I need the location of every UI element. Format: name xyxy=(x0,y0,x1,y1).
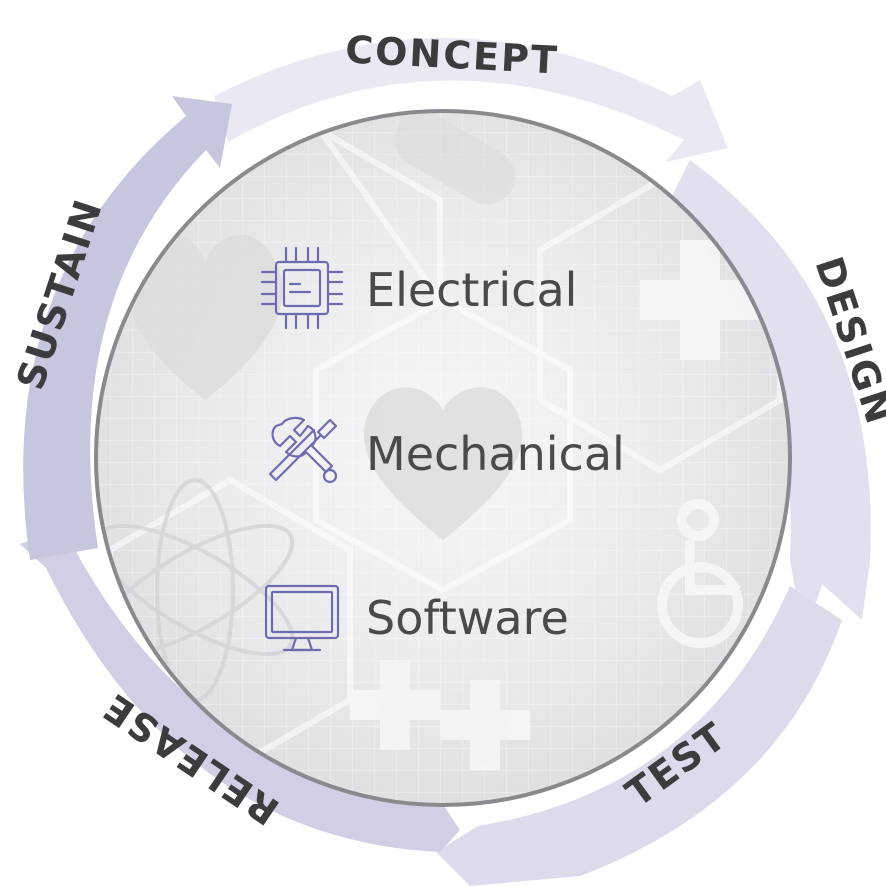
monitor-icon xyxy=(264,584,340,652)
test-arrow xyxy=(436,586,842,886)
design-arrow xyxy=(670,160,871,640)
background-cross-icon xyxy=(350,240,760,770)
microchip-icon xyxy=(260,246,344,330)
discipline-electrical: Electrical xyxy=(366,263,577,317)
background-heart-icon xyxy=(128,234,523,540)
sustain-arrow xyxy=(23,96,233,560)
background-pill-icon xyxy=(394,113,516,205)
background-wheelchair-icon xyxy=(657,499,743,648)
discipline-software: Software xyxy=(366,591,569,645)
wrench-screwdriver-icon xyxy=(268,416,338,484)
discipline-mechanical: Mechanical xyxy=(366,427,625,481)
inner-circle xyxy=(94,109,792,807)
lifecycle-ring xyxy=(20,38,871,886)
concept-arrow xyxy=(214,38,728,162)
